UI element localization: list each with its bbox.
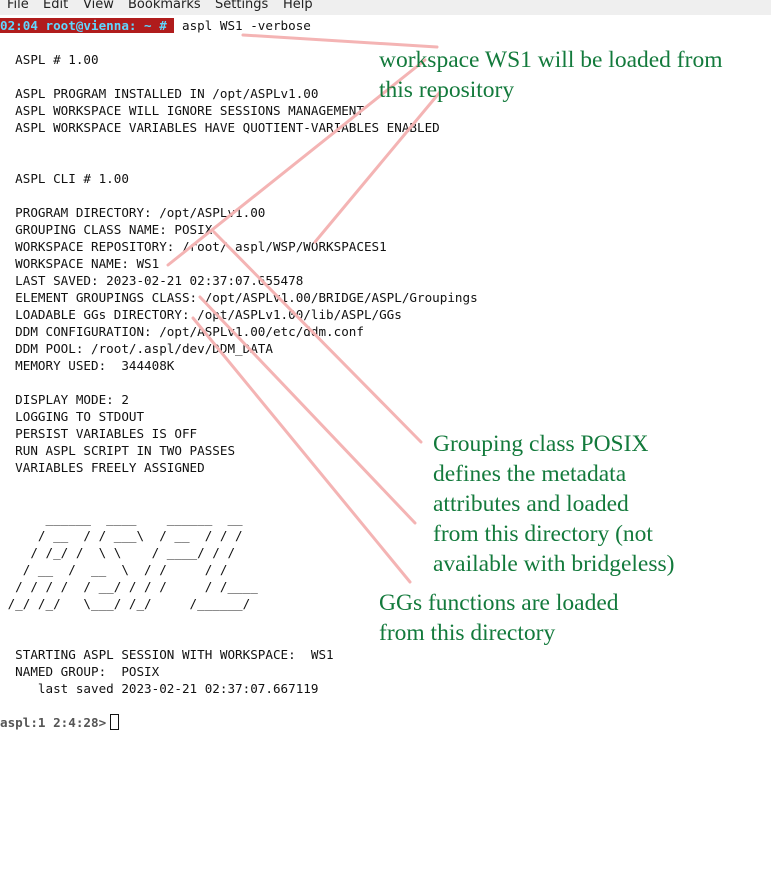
terminal-line: STARTING ASPL SESSION WITH WORKSPACE: WS… xyxy=(0,647,334,662)
annotation-ggs: GGs functions are loaded from this direc… xyxy=(379,590,619,646)
terminal-line: / /_/ / \ \ / ____/ / / xyxy=(0,545,236,560)
terminal-line: MEMORY USED: 344408K xyxy=(0,358,175,373)
menu-view[interactable]: View xyxy=(83,0,114,12)
terminal-line: LOADABLE GGs DIRECTORY: /opt/ASPLv1.00/l… xyxy=(0,307,402,322)
terminal-line: PROGRAM DIRECTORY: /opt/ASPLv1.00 xyxy=(0,205,266,220)
connector-repository xyxy=(313,90,442,244)
terminal-line: DDM POOL: /root/.aspl/dev/DDM_DATA xyxy=(0,341,273,356)
terminal-line: ELEMENT GROUPINGS CLASS: /opt/ASPLv1.00/… xyxy=(0,290,478,305)
aspl-prompt: aspl:1 2:4:28> xyxy=(0,715,107,730)
menu-edit[interactable]: Edit xyxy=(43,0,69,12)
terminal-line: LAST SAVED: 2023-02-21 02:37:07.655478 xyxy=(0,273,304,288)
connector-command xyxy=(241,33,439,49)
terminal-line: VARIABLES FREELY ASSIGNED xyxy=(0,460,205,475)
terminal-line: ASPL PROGRAM INSTALLED IN /opt/ASPLv1.00 xyxy=(0,86,319,101)
shell-prompt: 02:04 root@vienna: ~ # xyxy=(0,18,175,33)
cursor xyxy=(110,714,120,730)
connector-grouping-class xyxy=(212,230,423,444)
annotation-grouping: Grouping class POSIX defines the metadat… xyxy=(433,431,675,577)
terminal-line: RUN ASPL SCRIPT IN TWO PASSES xyxy=(0,443,236,458)
connector-workspace-name xyxy=(166,58,427,267)
aspl-prompt-line[interactable]: aspl:1 2:4:28> xyxy=(0,714,771,731)
terminal-line: DDM CONFIGURATION: /opt/ASPLv1.00/etc/dd… xyxy=(0,324,364,339)
terminal-line: WORKSPACE NAME: WS1 xyxy=(0,256,160,271)
terminal-output[interactable]: 02:04 root@vienna: ~ # aspl WS1 -verbose… xyxy=(0,17,771,731)
terminal-line: last saved 2023-02-21 02:37:07.667119 xyxy=(0,681,319,696)
connector-ggs-dir xyxy=(191,316,412,584)
terminal-line: LOGGING TO STDOUT xyxy=(0,409,145,424)
terminal-line: / / / / / __/ / / / / /____ xyxy=(0,579,258,594)
shell-prompt-line: 02:04 root@vienna: ~ # aspl WS1 -verbose xyxy=(0,17,771,34)
terminal-line: /_/ /_/ \___/ /_/ /______/ xyxy=(0,596,251,611)
terminal-line: ASPL WORKSPACE VARIABLES HAVE QUOTIENT-V… xyxy=(0,120,440,135)
terminal-line: DISPLAY MODE: 2 xyxy=(0,392,129,407)
terminal-line: ASPL # 1.00 xyxy=(0,52,99,67)
command-text: aspl WS1 -verbose xyxy=(181,18,311,33)
terminal-line: ASPL CLI # 1.00 xyxy=(0,171,129,186)
menu-file[interactable]: File xyxy=(7,0,29,12)
connector-groupings-dir xyxy=(198,295,417,525)
terminal-line: / __ / __ \ / / / / xyxy=(0,562,228,577)
terminal-line: ASPL WORKSPACE WILL IGNORE SESSIONS MANA… xyxy=(0,103,364,118)
terminal-line: / __ / / ___\ / __ / / / xyxy=(0,528,243,543)
terminal-line: NAMED GROUP: POSIX xyxy=(0,664,160,679)
terminal-line: ______ ____ ______ __ xyxy=(0,511,243,526)
terminal-line: GROUPING CLASS NAME: POSIX xyxy=(0,222,213,237)
menu-settings[interactable]: Settings xyxy=(215,0,269,12)
annotation-workspace: workspace WS1 will be loaded from this r… xyxy=(379,47,723,103)
terminal-line: PERSIST VARIABLES IS OFF xyxy=(0,426,198,441)
menu-bar: File Edit View Bookmarks Settings Help xyxy=(0,0,771,15)
menu-bookmarks[interactable]: Bookmarks xyxy=(128,0,201,12)
menu-help[interactable]: Help xyxy=(283,0,313,12)
